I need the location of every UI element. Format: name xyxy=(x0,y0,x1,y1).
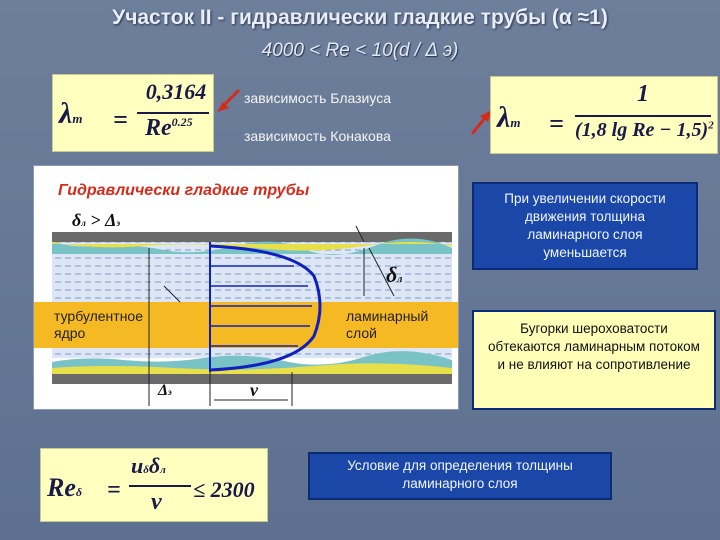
formula-lambda: λ xyxy=(497,101,511,134)
fraction-line xyxy=(129,485,191,487)
pipe-diagram: Гидравлически гладкие трубы δл > Δэ δл Δ… xyxy=(33,165,459,410)
fraction-line xyxy=(575,115,711,117)
formula-numerator: 0,3164 xyxy=(145,79,207,104)
formula-lambda-sub: т xyxy=(510,115,521,130)
label-konakov: зависимость Конакова xyxy=(244,128,391,144)
formula-denominator: ν xyxy=(151,489,162,515)
note-speed: При увеличении скорости движения толщина… xyxy=(472,182,698,270)
velocity-label: v xyxy=(250,380,258,400)
delta-e-label: Δэ xyxy=(158,382,172,399)
formula-rhs: ≤ 2300 xyxy=(193,477,255,502)
fraction-line xyxy=(137,112,209,114)
formula-denominator: (1,8 lg Re − 1,5) xyxy=(575,119,709,141)
note-condition: Условие для определения толщины ламинарн… xyxy=(308,452,612,500)
formula-numerator: 1 xyxy=(637,81,649,107)
formula-re-delta: Reδ = uδδл ν ≤ 2300 xyxy=(40,448,268,522)
formula-exponent: 2 xyxy=(708,119,714,132)
formula-lambda: λ xyxy=(59,97,73,130)
label-blasius: зависимость Блазиуса xyxy=(244,90,391,106)
formula-exponent: 0.25 xyxy=(171,115,193,129)
page-subtitle: 4000 < Re < 10(d / Δ э) xyxy=(261,40,459,61)
arrow-konakov-icon xyxy=(470,110,492,135)
arrow-blasius-icon xyxy=(217,88,241,112)
pipe-diagram-svg xyxy=(34,225,458,406)
formula-konakov: λт = 1 (1,8 lg Re − 1,5)2 xyxy=(490,76,718,154)
page-title: Участок II - гидравлически гладкие трубы… xyxy=(112,6,608,29)
formula-lambda-sub: т xyxy=(72,111,83,126)
diagram-heading: Гидравлически гладкие трубы xyxy=(58,182,310,199)
delta-l-label: δл xyxy=(386,262,403,287)
condition-label: δл > Δэ xyxy=(72,210,121,230)
formula-denominator: Re xyxy=(145,115,172,141)
note-roughness: Бугорки шероховатости обтекаются ламинар… xyxy=(472,310,716,410)
formula-blasius: λт = 0,3164 Re0.25 xyxy=(52,74,214,152)
